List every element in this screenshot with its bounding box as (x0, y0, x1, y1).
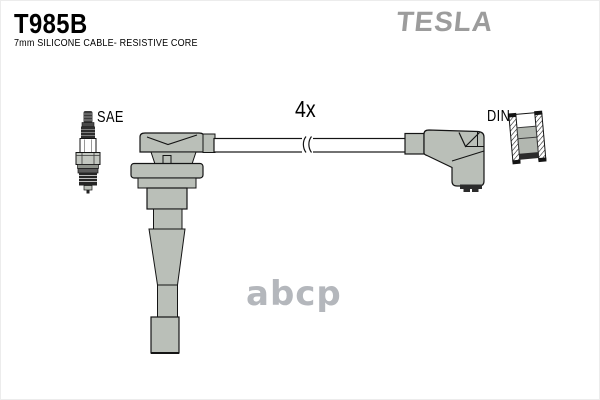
product-subtitle: 7mm SILICONE CABLE- RESISTIVE CORE (14, 38, 198, 49)
abcp-watermark: abcp (246, 274, 342, 314)
cable-break-icon (213, 134, 407, 156)
sae-terminal-label: SAE (97, 109, 124, 126)
din-terminal-label: DIN (487, 108, 511, 125)
cable-quantity-label: 4x (295, 96, 316, 122)
din-terminal-section-icon (508, 110, 547, 165)
spark-plug-icon (75, 111, 101, 194)
part-number: T985B (14, 8, 88, 39)
distributor-boot-icon (404, 129, 485, 192)
plug-boot-icon (130, 132, 216, 354)
tesla-brand-logo: TESLA (394, 6, 495, 37)
